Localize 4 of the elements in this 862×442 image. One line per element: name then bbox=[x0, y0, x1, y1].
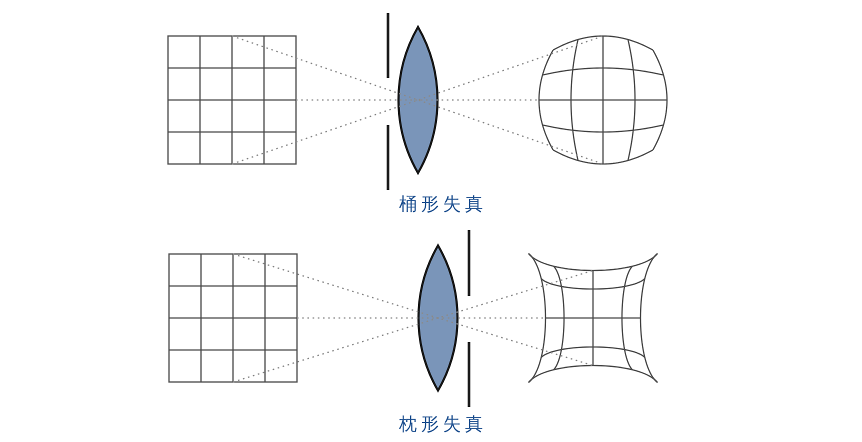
lens bbox=[398, 26, 438, 174]
caption: 枕形失真 bbox=[398, 415, 487, 435]
lens bbox=[418, 244, 458, 392]
caption: 桶形失真 bbox=[398, 195, 487, 215]
